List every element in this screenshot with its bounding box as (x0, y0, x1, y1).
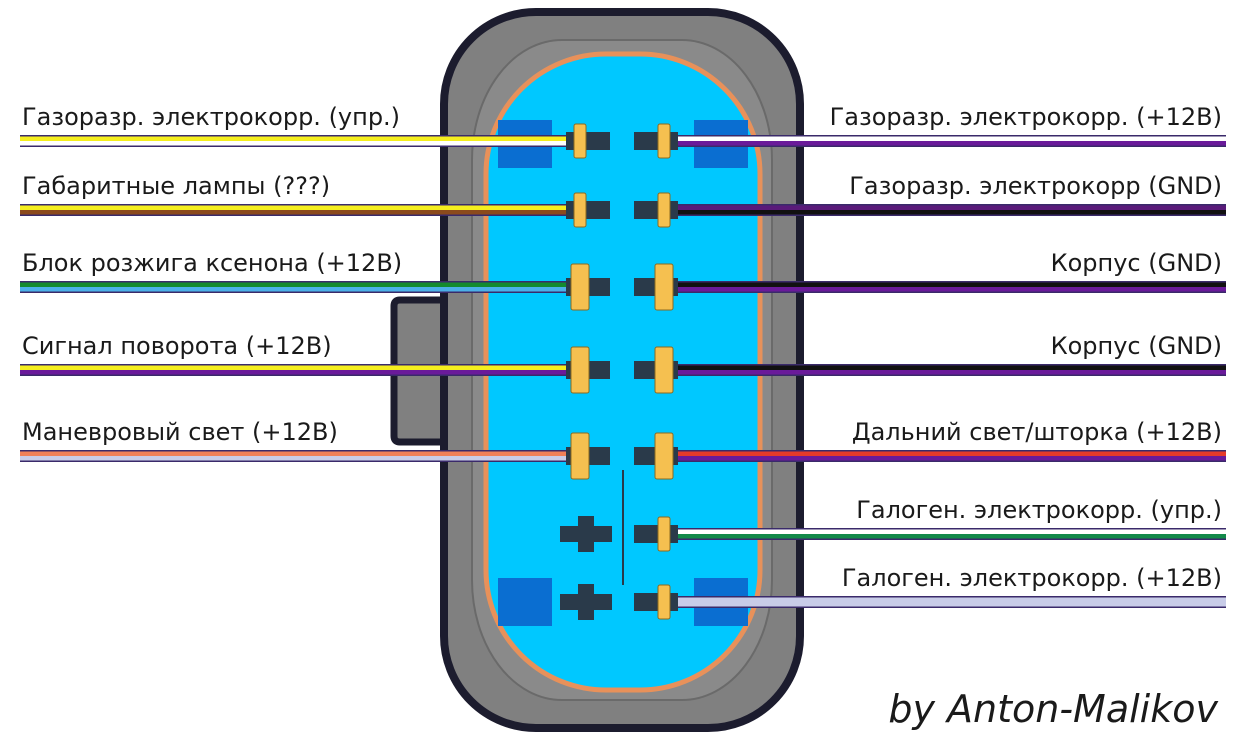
right-socket-1 (634, 132, 678, 150)
left-wire-4 (20, 364, 578, 376)
right-terminal-4 (654, 346, 674, 394)
right-wire-3 (668, 281, 1226, 293)
left-pin-label-1: Газоразр. электрокорр. (упр.) (22, 103, 400, 131)
right-socket-7 (634, 593, 678, 611)
right-terminal-5 (654, 432, 674, 480)
right-wire-5 (668, 450, 1226, 462)
left-labels: Газоразр. электрокорр. (упр.) Габаритные … (22, 103, 402, 446)
empty-cavity-1 (560, 516, 612, 552)
left-wire-2 (20, 204, 578, 216)
right-pin-label-2: Газоразр. электрокорр (GND) (849, 172, 1222, 200)
right-terminal-6 (657, 516, 671, 552)
right-pin-label-4: Корпус (GND) (1051, 332, 1222, 360)
left-pin-label-2: Габаритные лампы (???) (22, 172, 330, 200)
right-socket-6 (634, 525, 678, 543)
left-pin-label-3: Блок розжига ксенона (+12В) (22, 249, 402, 277)
right-terminal-7 (657, 584, 671, 620)
left-socket-2 (566, 201, 610, 219)
right-labels: Газоразр. электрокорр. (+12В) Газоразр. э… (830, 103, 1222, 592)
empty-cavity-2 (560, 584, 612, 620)
right-pin-label-7: Галоген. электрокорр. (+12В) (842, 564, 1222, 592)
right-pin-label-3: Корпус (GND) (1051, 249, 1222, 277)
pin-sockets (560, 123, 678, 620)
left-socket-1 (566, 132, 610, 150)
author-credit: by Anton-Malikov (888, 687, 1218, 731)
left-pin-label-4: Сигнал поворота (+12В) (22, 332, 332, 360)
pin-face (494, 62, 752, 682)
left-terminal-1 (573, 123, 587, 159)
right-terminal-1 (657, 123, 671, 159)
left-terminal-2 (573, 192, 587, 228)
right-pin-label-1: Газоразр. электрокорр. (+12В) (830, 103, 1222, 131)
right-terminal-3 (654, 263, 674, 311)
right-wires (668, 135, 1226, 608)
right-socket-2 (634, 201, 678, 219)
right-wire-1 (668, 135, 1226, 147)
right-wire-7 (668, 596, 1226, 608)
right-wire-4 (668, 364, 1226, 376)
left-wire-1 (20, 135, 578, 147)
left-wires (20, 135, 578, 462)
left-terminal-4 (570, 346, 590, 394)
key-block-bottom-left (498, 578, 552, 626)
right-wire-2 (668, 204, 1226, 216)
left-terminal-3 (570, 263, 590, 311)
right-wire-6 (668, 528, 1226, 540)
left-pin-label-5: Маневровый свет (+12В) (22, 418, 338, 446)
right-pin-label-6: Галоген. электрокорр. (упр.) (856, 496, 1222, 524)
right-terminal-2 (657, 192, 671, 228)
left-terminal-5 (570, 432, 590, 480)
right-pin-label-5: Дальний свет/шторка (+12В) (852, 418, 1222, 446)
left-wire-5 (20, 450, 578, 462)
left-wire-3 (20, 281, 578, 293)
